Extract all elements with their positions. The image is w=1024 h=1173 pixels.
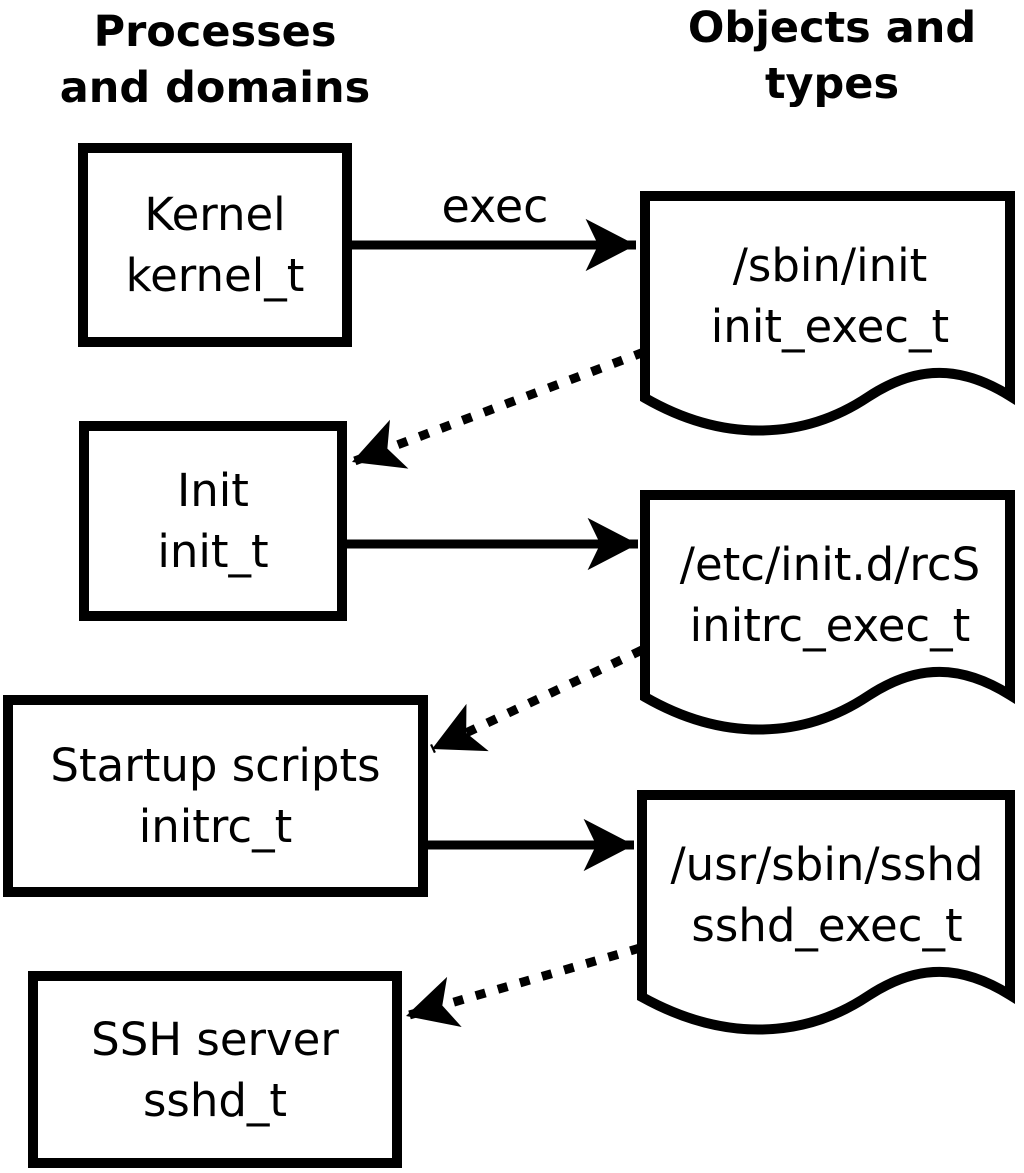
object-type: initrc_exec_t bbox=[689, 599, 971, 652]
transition-arrow-sshd-exec-to-sshd-t bbox=[404, 943, 642, 1027]
object-path: /sbin/init bbox=[732, 239, 928, 292]
header-line: Processes bbox=[93, 7, 337, 57]
document-shape-sbin-init bbox=[640, 191, 1015, 436]
object-label-etc-initd-rcs: /etc/init.d/rcS initrc_exec_t bbox=[650, 495, 1010, 695]
process-label: SSH server bbox=[91, 1012, 339, 1066]
process-label: Startup scripts bbox=[50, 739, 381, 792]
document-shape-usr-sbin-sshd bbox=[637, 790, 1015, 1035]
process-domain-type: sshd_t bbox=[142, 1073, 288, 1127]
exec-arrow-label: exec bbox=[441, 179, 549, 233]
process-box-init: Init init_t bbox=[79, 421, 347, 621]
transition-arrow-initrc-exec-to-initrc-t bbox=[430, 645, 644, 754]
object-type: init_exec_t bbox=[710, 300, 950, 353]
process-label: Init bbox=[177, 464, 249, 517]
process-domain-type: initrc_t bbox=[138, 800, 293, 853]
object-label-sbin-init: /sbin/init init_exec_t bbox=[650, 196, 1010, 396]
header-line: Objects and bbox=[687, 3, 977, 53]
document-shape-etc-initd-rcs bbox=[640, 490, 1015, 735]
process-domain-type: kernel_t bbox=[125, 249, 305, 302]
process-box-startup-scripts: Startup scripts initrc_t bbox=[3, 695, 428, 897]
object-path: /usr/sbin/sshd bbox=[670, 838, 984, 891]
object-label-usr-sbin-sshd: /usr/sbin/sshd sshd_exec_t bbox=[647, 795, 1007, 995]
column-header-processes-and-domains: Processes and domains bbox=[0, 4, 430, 116]
process-domain-type: init_t bbox=[157, 525, 269, 578]
header-line: and domains bbox=[59, 63, 371, 113]
process-box-kernel: Kernel kernel_t bbox=[78, 143, 352, 347]
header-line: types bbox=[764, 59, 900, 109]
transition-arrow-init-exec-to-init-t bbox=[350, 347, 646, 469]
object-path: /etc/init.d/rcS bbox=[679, 538, 981, 591]
object-type: sshd_exec_t bbox=[691, 899, 963, 952]
process-box-ssh-server: SSH server sshd_t bbox=[28, 971, 402, 1168]
process-label: Kernel bbox=[144, 188, 286, 241]
column-header-objects-and-types: Objects and types bbox=[637, 0, 1024, 112]
